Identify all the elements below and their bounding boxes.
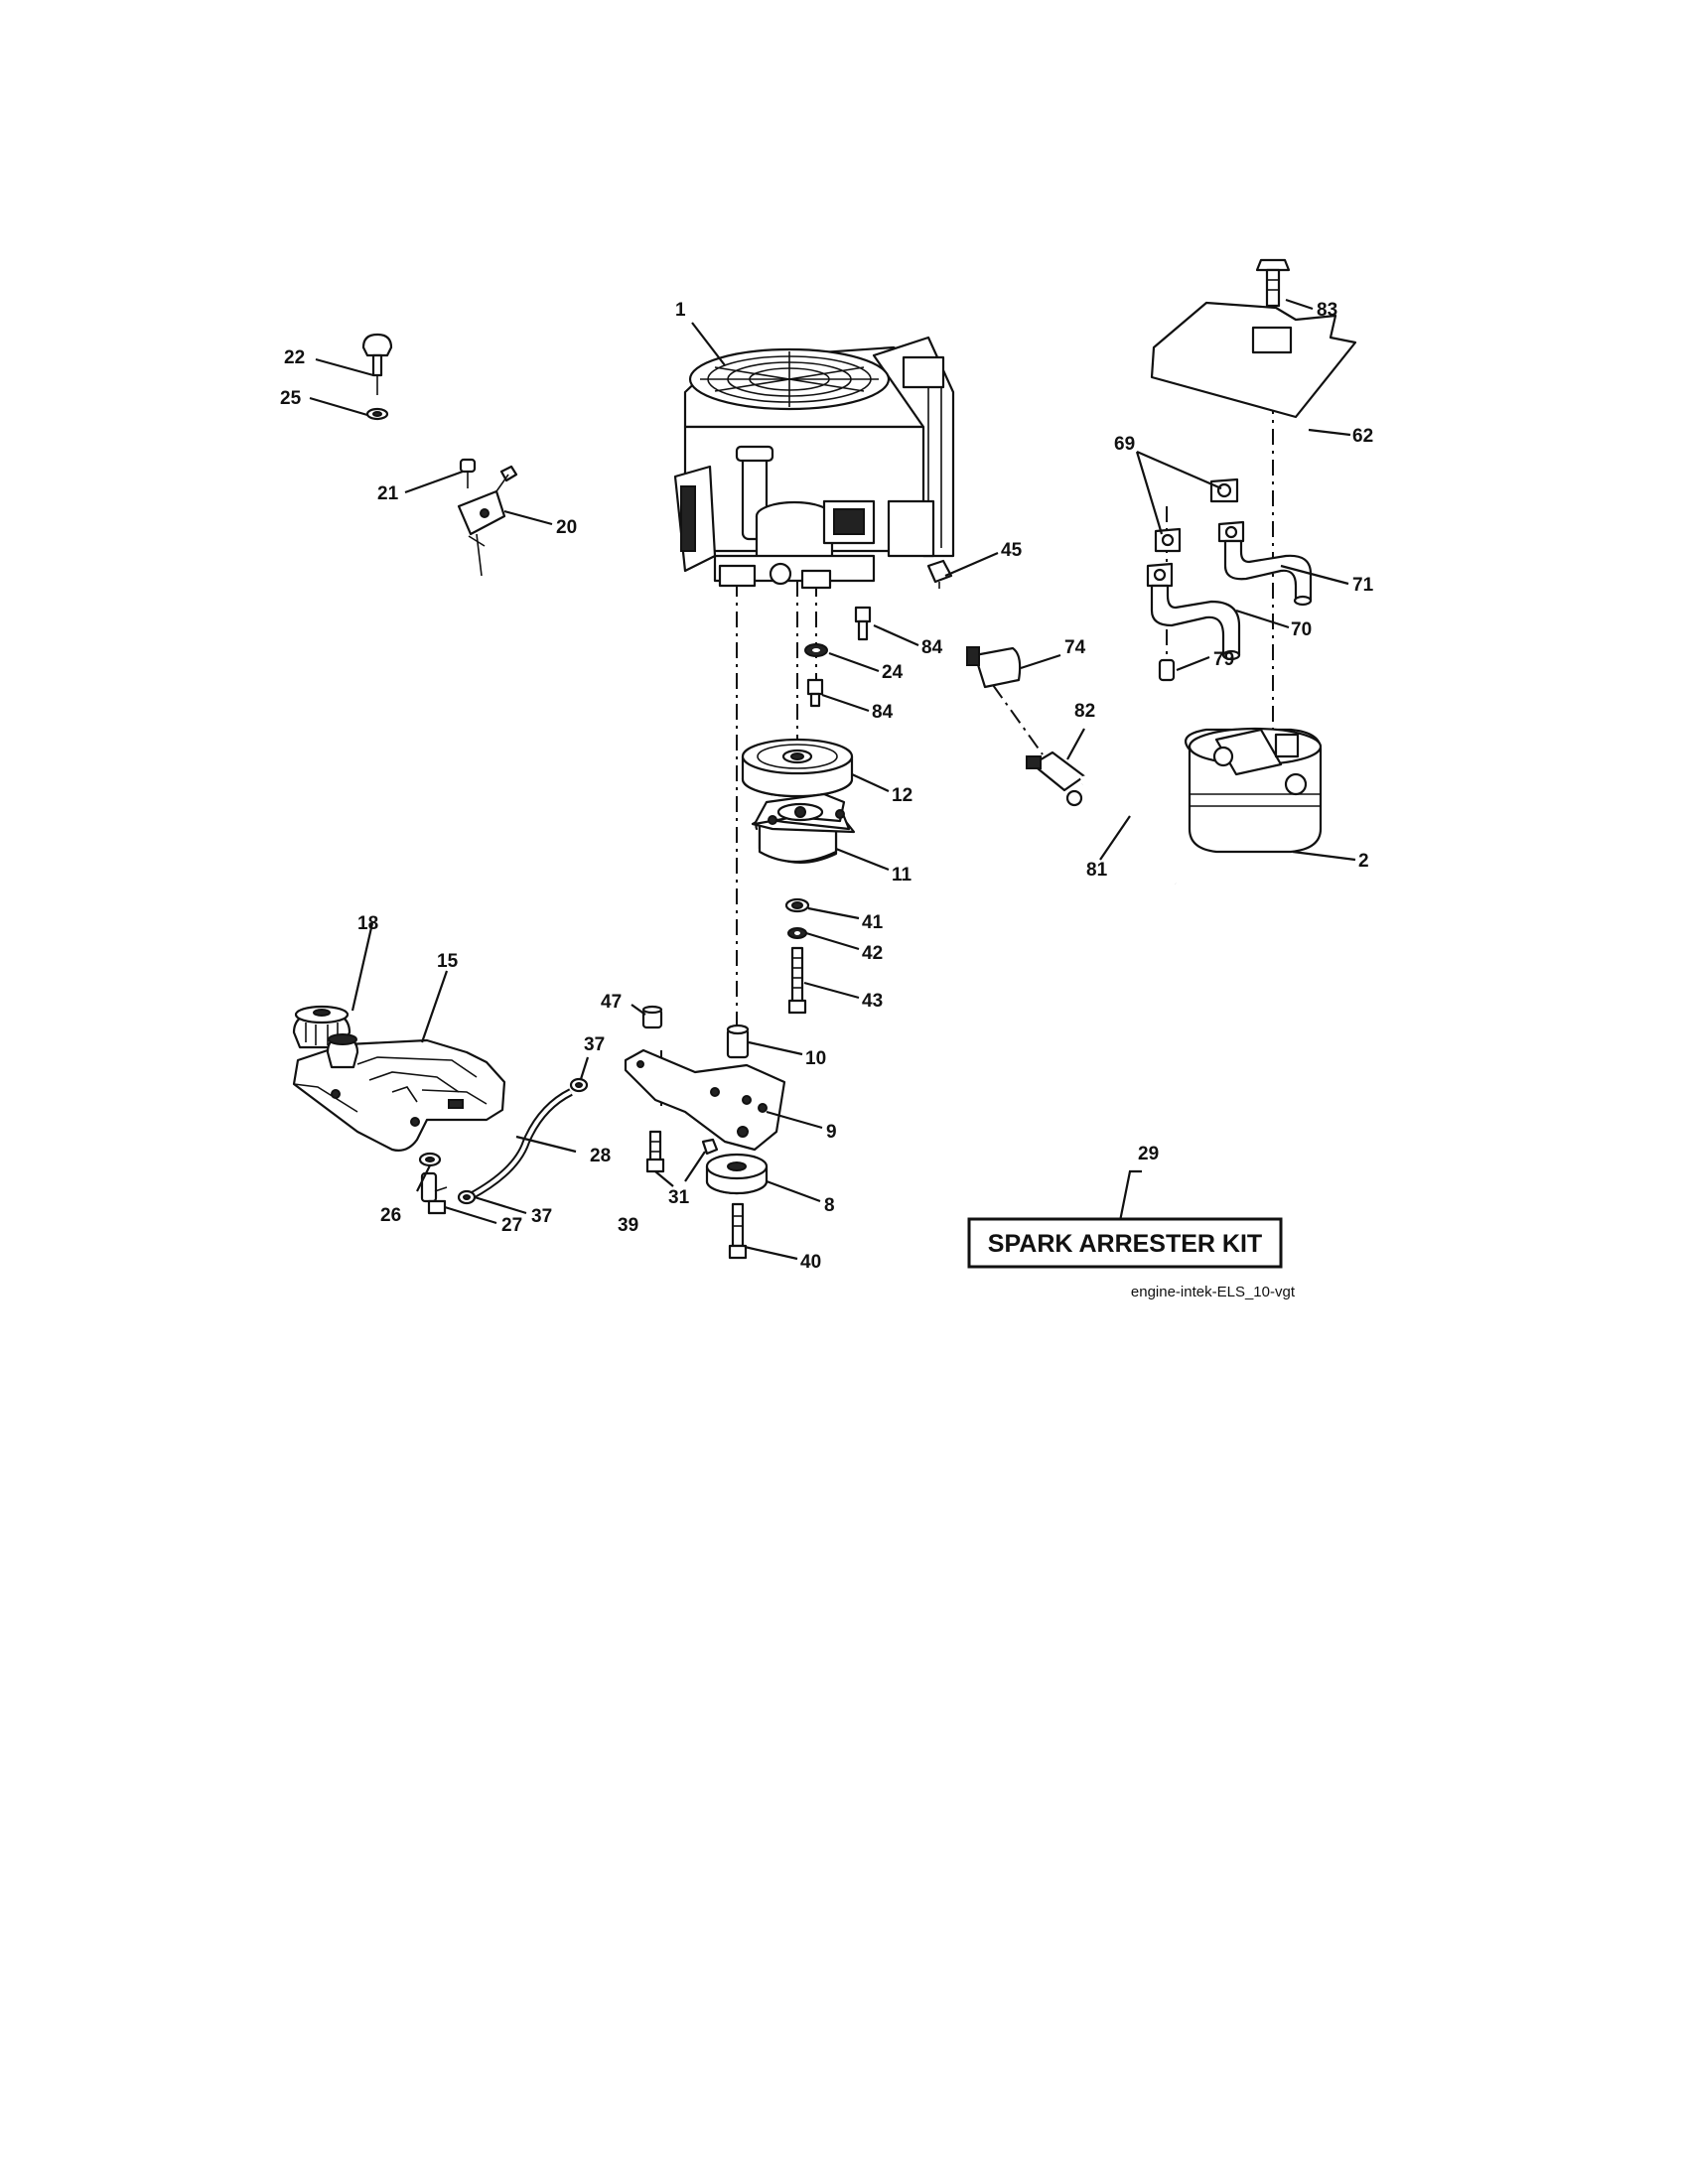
clutch-11-part (751, 792, 856, 864)
callout-43: 43 (862, 991, 883, 1012)
washer-24-part (804, 643, 828, 657)
clamp-37-upper-part (569, 1077, 589, 1093)
shutoff-valve-27-part (420, 1171, 448, 1215)
callout-18: 18 (357, 913, 378, 934)
hose-81-part (1079, 770, 1184, 886)
callout-20: 20 (556, 517, 577, 538)
callout-39: 39 (618, 1215, 638, 1236)
callout-37-lower: 37 (531, 1206, 552, 1227)
fuel-line-28-part (469, 1088, 573, 1200)
spark-arrester-kit-label: SPARK ARRESTER KIT (988, 1230, 1262, 1258)
callout-47: 47 (601, 992, 622, 1013)
bolt-84-upper-part (854, 606, 872, 641)
leader-lines (309, 298, 1356, 1261)
bolt-43-part (787, 946, 807, 1015)
gaskets-69-part (1146, 478, 1245, 588)
elbow-74-part (966, 646, 1022, 689)
callout-31: 31 (668, 1187, 690, 1208)
callout-79: 79 (1213, 649, 1234, 670)
clamp-37-lower-part (457, 1189, 477, 1205)
bolt-39-part (645, 1130, 665, 1173)
screw-79-part (1158, 658, 1176, 682)
spacer-10-part (726, 1024, 750, 1059)
idler-pulley-8-part (705, 1153, 769, 1195)
callout-71: 71 (1352, 575, 1374, 596)
callout-83: 83 (1317, 300, 1337, 321)
exhaust-pipe-71-part (1223, 539, 1313, 607)
callout-21: 21 (377, 483, 399, 504)
callout-62: 62 (1352, 426, 1373, 447)
throttle-control-20-part (457, 465, 518, 577)
callout-28: 28 (590, 1146, 611, 1166)
connector-45-part (926, 559, 953, 589)
callout-81: 81 (1086, 860, 1108, 881)
callout-29: 29 (1138, 1144, 1159, 1164)
callout-84-lower: 84 (872, 702, 894, 723)
callout-27: 27 (501, 1215, 522, 1236)
callout-40: 40 (800, 1252, 821, 1273)
engine-part (673, 336, 955, 590)
exhaust-pipe-70-part (1150, 584, 1241, 661)
washer-42-part (787, 927, 807, 939)
spark-arrester-kit-box: SPARK ARRESTER KIT (967, 1217, 1283, 1269)
screw-21-part (459, 458, 477, 488)
spacer-47-part (641, 1005, 663, 1029)
callout-8: 8 (824, 1195, 835, 1216)
callout-15: 15 (437, 951, 459, 972)
callout-42: 42 (862, 943, 883, 964)
washer-41-part (784, 897, 810, 913)
callout-82: 82 (1074, 701, 1095, 722)
callout-12: 12 (892, 785, 912, 806)
callout-84-upper: 84 (921, 637, 943, 658)
callout-70: 70 (1291, 619, 1312, 640)
fuel-tank-15-part (292, 1033, 506, 1152)
nut-31-part (701, 1138, 719, 1156)
bolt-84-lower-part (806, 678, 824, 708)
knob-22-part (361, 333, 393, 395)
callout-labels: 1 83 62 69 71 70 79 2 45 84 24 84 74 82 … (280, 300, 1374, 1273)
callout-10: 10 (805, 1048, 826, 1069)
callout-37-upper: 37 (584, 1034, 605, 1055)
callout-26: 26 (380, 1205, 401, 1226)
callout-24: 24 (882, 662, 904, 683)
fitting-82-part (1026, 751, 1086, 807)
callout-2: 2 (1358, 851, 1369, 872)
callout-9: 9 (826, 1122, 837, 1143)
heat-shield-62-part (1150, 301, 1357, 419)
callout-45: 45 (1001, 540, 1023, 561)
diagram-reference: engine-intek-ELS_10-vgt (1131, 1284, 1296, 1300)
nut-25-part (365, 407, 389, 421)
bolt-83-part (1255, 258, 1291, 308)
callout-74: 74 (1064, 637, 1086, 658)
callout-41: 41 (862, 912, 884, 933)
callout-1: 1 (675, 300, 686, 321)
grommet-26-part (418, 1152, 442, 1167)
callout-22: 22 (284, 347, 305, 368)
callout-69: 69 (1114, 434, 1135, 455)
muffler-2-part (1185, 727, 1323, 854)
bolt-40-part (728, 1202, 748, 1260)
callout-11: 11 (892, 865, 912, 886)
pulley-12-part (741, 738, 854, 798)
bracket-9-part (624, 1048, 786, 1152)
callout-25: 25 (280, 388, 302, 409)
